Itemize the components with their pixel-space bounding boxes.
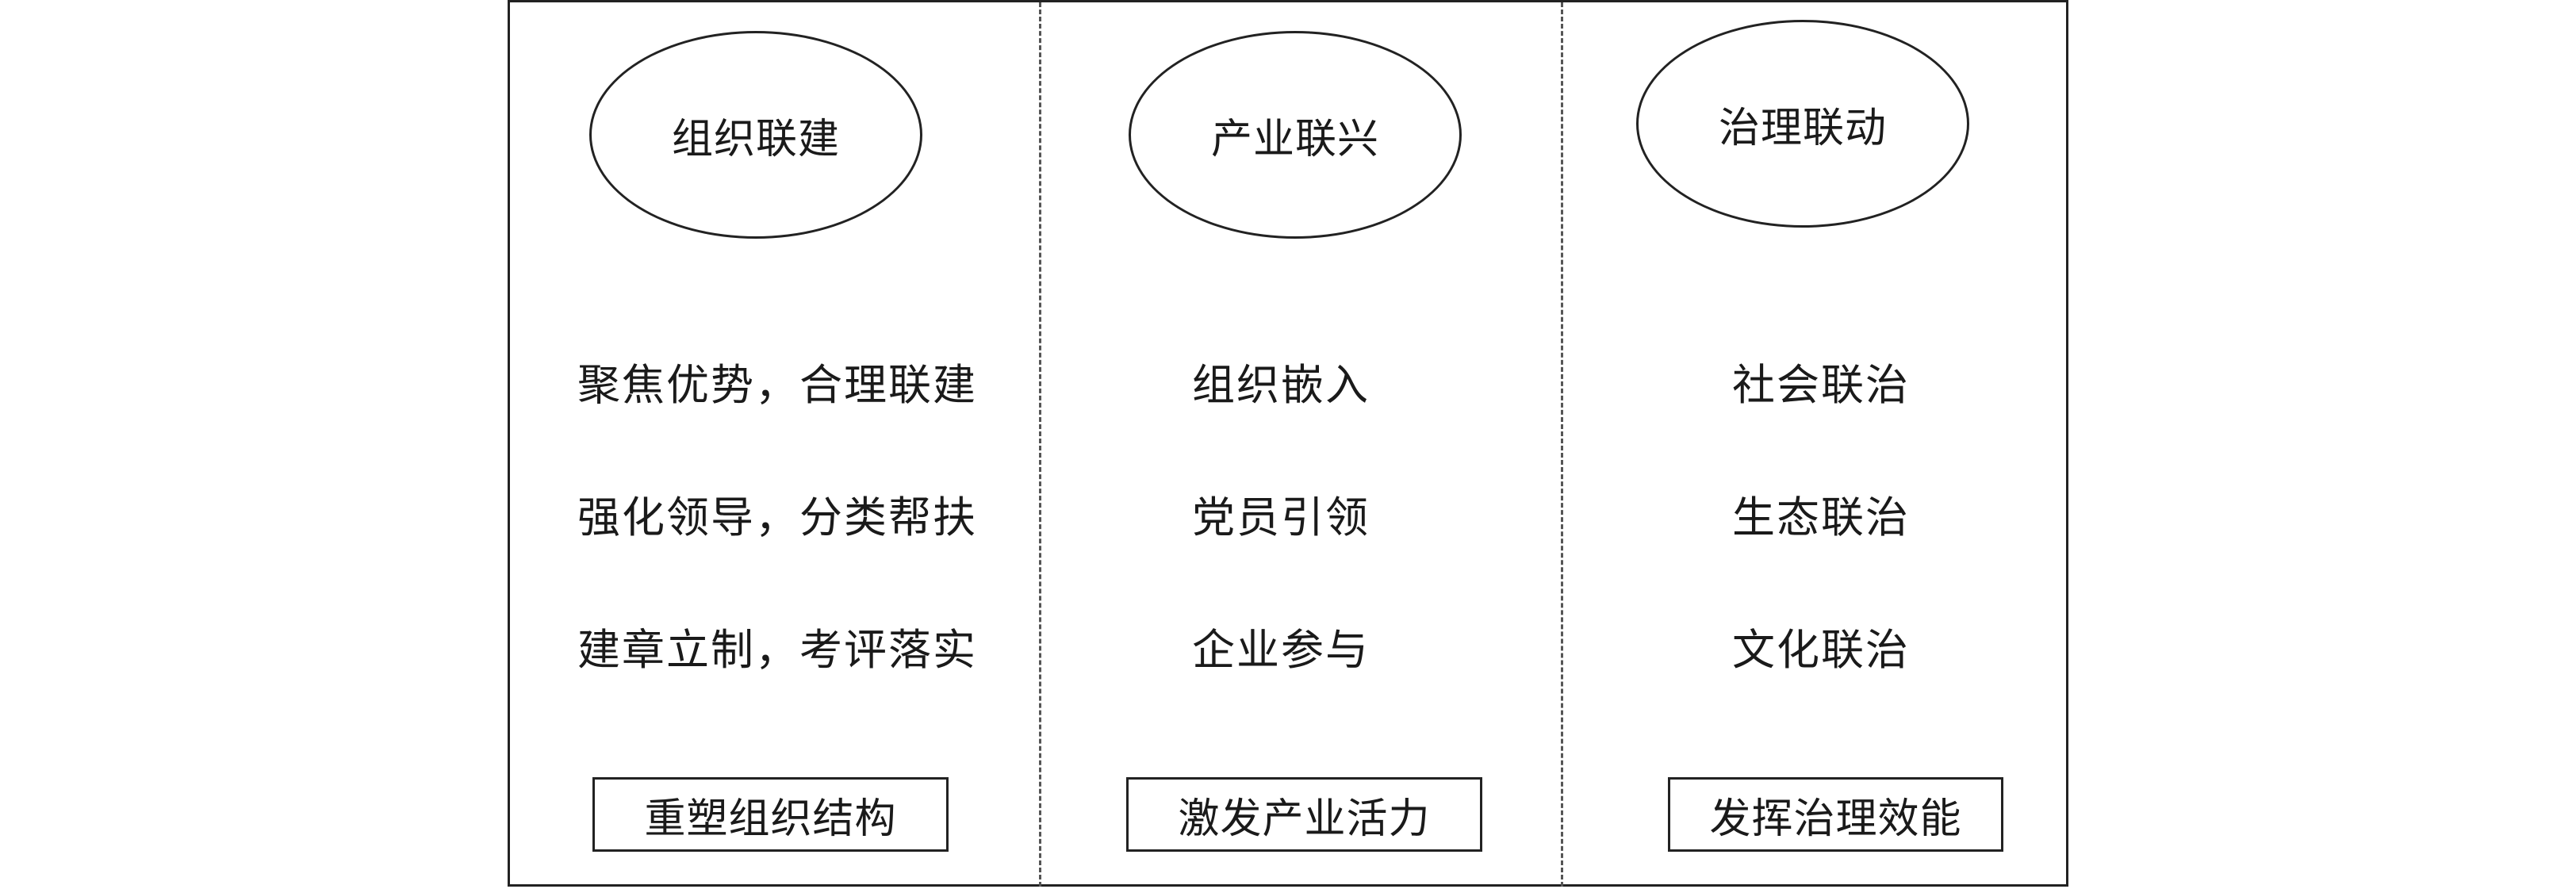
measure-item: 社会联治 — [1732, 360, 1910, 410]
heading-label: 治理联动 — [1718, 104, 1887, 152]
measure-item: 组织嵌入 — [1192, 360, 1370, 410]
column-divider-1 — [1039, 2, 1041, 887]
heading-ellipse-organization: 组织联建 — [589, 31, 922, 239]
result-label: 重塑组织结构 — [644, 795, 897, 843]
measure-item: 建章立制，考评落实 — [577, 625, 977, 675]
result-label: 激发产业活力 — [1178, 795, 1431, 843]
result-box-organization: 重塑组织结构 — [592, 777, 949, 852]
column-organization: 组织联建 聚焦优势，合理联建 强化领导，分类帮扶 建章立制，考评落实 重塑组织结… — [510, 2, 1039, 887]
heading-label: 产业联兴 — [1210, 115, 1379, 163]
column-divider-2 — [1561, 2, 1563, 887]
column-industry: 产业联兴 组织嵌入 党员引领 企业参与 激发产业活力 — [1041, 2, 1561, 887]
heading-label: 组织联建 — [671, 115, 840, 163]
result-label: 发挥治理效能 — [1709, 795, 1962, 843]
result-box-industry: 激发产业活力 — [1126, 777, 1482, 852]
measure-item: 企业参与 — [1192, 625, 1370, 675]
measure-item: 文化联治 — [1732, 625, 1910, 675]
diagram-frame: 组织联建 聚焦优势，合理联建 强化领导，分类帮扶 建章立制，考评落实 重塑组织结… — [508, 0, 2068, 887]
measure-item: 生态联治 — [1732, 492, 1910, 542]
column-governance: 治理联动 社会联治 生态联治 文化联治 发挥治理效能 — [1563, 2, 2066, 887]
measure-item: 强化领导，分类帮扶 — [577, 492, 977, 542]
heading-ellipse-governance: 治理联动 — [1636, 20, 1969, 228]
heading-ellipse-industry: 产业联兴 — [1129, 31, 1462, 239]
measure-item: 聚焦优势，合理联建 — [577, 360, 977, 410]
measure-item: 党员引领 — [1192, 492, 1370, 542]
result-box-governance: 发挥治理效能 — [1668, 777, 2003, 852]
